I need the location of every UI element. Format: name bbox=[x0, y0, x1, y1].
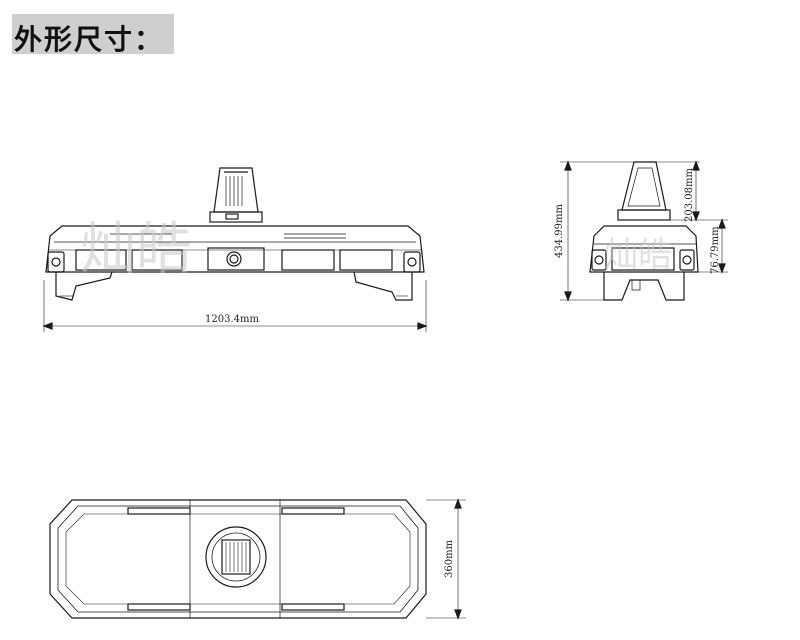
watermark-side: 灿皓 bbox=[604, 235, 672, 275]
side-view bbox=[560, 160, 728, 302]
title-background bbox=[12, 14, 174, 54]
dim-side-total-height: 434.99mm bbox=[554, 204, 565, 258]
watermark-front: 灿皓 bbox=[80, 217, 192, 282]
dim-side-lower-height: 76.79mm bbox=[710, 226, 721, 274]
dim-top-depth: 360mm bbox=[444, 539, 455, 578]
dim-side-upper-height: 203.08mm bbox=[684, 168, 695, 222]
front-view bbox=[42, 167, 428, 332]
top-view bbox=[49, 498, 466, 620]
page-title: 外形尺寸： bbox=[14, 23, 165, 56]
dim-front-width: 1203.4mm bbox=[205, 314, 259, 325]
